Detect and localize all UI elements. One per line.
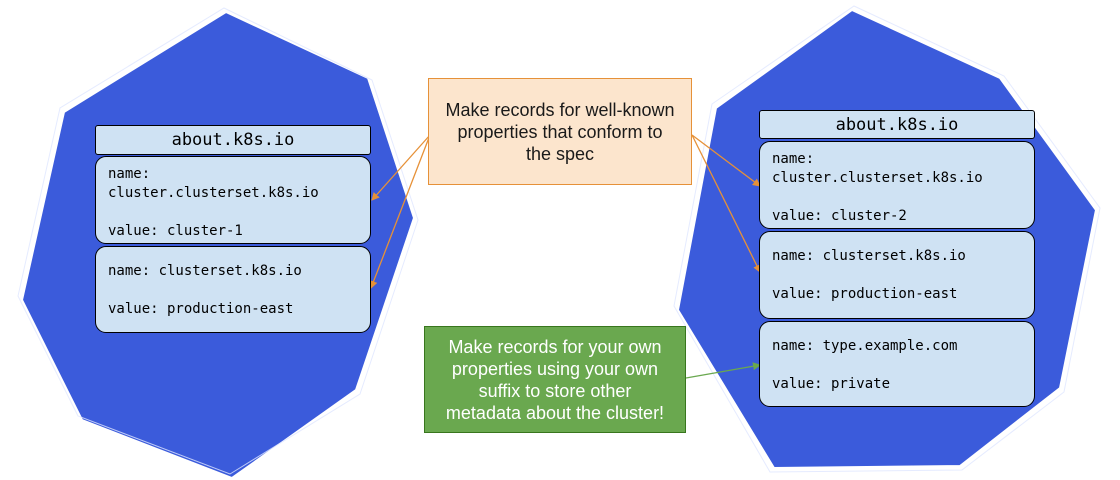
record-value: value: production-east (772, 286, 958, 302)
right-record-cluster: name: cluster.clusterset.k8s.io value: c… (759, 141, 1035, 229)
callout-line: properties that conform to (457, 121, 663, 142)
callout-line: suffix to store other (478, 380, 632, 401)
arrow-to-right-record-3 (685, 362, 761, 379)
callout-line: Make records for well-known (445, 99, 675, 120)
record-name-label: name: (772, 151, 815, 167)
arrow-to-right-record-1 (691, 134, 761, 187)
record-name-label: name: (108, 166, 151, 182)
callout-line: properties using your own (451, 358, 659, 379)
arrow-to-left-record-2 (369, 134, 431, 289)
record-name: name: type.example.com (772, 338, 958, 354)
callout-line: the spec (525, 143, 595, 164)
record-name-value: cluster.clusterset.k8s.io (108, 185, 319, 201)
record-value: value: private (772, 376, 891, 392)
callout-well-known-properties: Make records for well-known properties t… (428, 78, 692, 185)
right-about-header: about.k8s.io (759, 110, 1035, 139)
right-record-type: name: type.example.com value: private (759, 321, 1035, 407)
left-record-clusterset: name: clusterset.k8s.io value: productio… (95, 246, 371, 333)
record-value: value: cluster-1 (108, 223, 243, 239)
record-name: name: clusterset.k8s.io (772, 248, 966, 264)
right-record-clusterset: name: clusterset.k8s.io value: productio… (759, 231, 1035, 319)
callout-own-properties: Make records for your own properties usi… (424, 326, 686, 433)
record-name: name: clusterset.k8s.io (108, 263, 302, 279)
callout-line: Make records for your own (448, 336, 662, 357)
arrow-to-left-record-1 (371, 134, 431, 201)
record-name-value: cluster.clusterset.k8s.io (772, 170, 983, 186)
left-record-cluster: name: cluster.clusterset.k8s.io value: c… (95, 156, 371, 244)
arrow-to-right-record-2 (691, 134, 761, 273)
callout-line: metadata about the cluster! (445, 402, 665, 423)
record-value: value: cluster-2 (772, 208, 907, 224)
record-value: value: production-east (108, 301, 294, 317)
left-about-header: about.k8s.io (95, 125, 371, 155)
